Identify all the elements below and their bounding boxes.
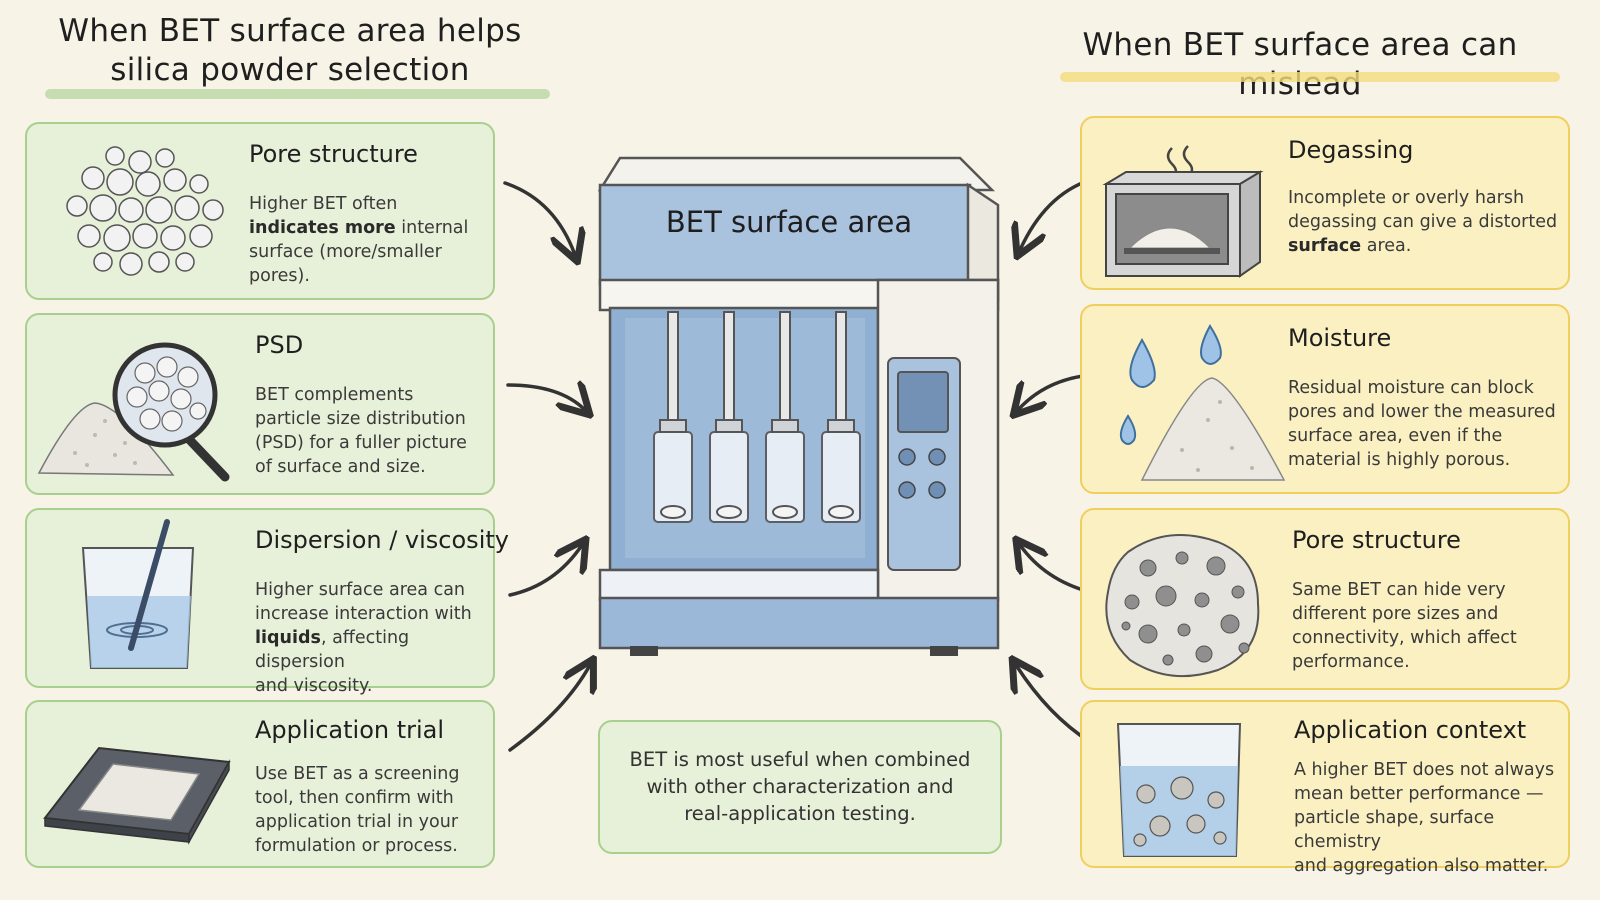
card-body: Higher surface area can increase interact…	[255, 578, 493, 698]
card-body-line: connectivity, which affect	[1292, 628, 1517, 648]
arrow-left-3	[508, 545, 582, 597]
card-body-line: surface (more/smaller pores).	[249, 242, 442, 286]
card-title: Dispersion / viscosity	[255, 526, 509, 554]
degassing-oven-icon	[1102, 145, 1264, 278]
card-body: Same BET can hide very different pore siz…	[1292, 578, 1552, 674]
instrument-top	[597, 156, 996, 192]
left-card-application-trial: Application trial Use BET as a screening…	[25, 700, 495, 868]
arrow-left-2	[506, 385, 585, 410]
card-body-line: formulation or process.	[255, 836, 458, 856]
left-card-dispersion: Dispersion / viscosity Higher surface ar…	[25, 508, 509, 696]
card-body-line: material is highly porous.	[1288, 450, 1511, 470]
right-title: When BET surface area can mislead	[1082, 27, 1518, 102]
card-body-line: increase interaction with	[255, 604, 472, 624]
beaker-stir-icon	[81, 519, 195, 669]
center-note-line-2: with other characterization and	[646, 775, 954, 798]
card-body-line: Residual moisture can block	[1288, 378, 1534, 398]
card-title: PSD	[255, 331, 304, 359]
card-body-line: tool, then confirm with	[255, 788, 454, 808]
card-body: BET complements particle size distributio…	[255, 383, 491, 479]
card-body-line: A higher BET does not always	[1294, 760, 1555, 780]
card-body: Higher BET often indicates more internal s…	[249, 192, 489, 288]
card-body: Use BET as a screening tool, then confirm…	[255, 762, 491, 858]
right-card-moisture: Moisture Residual moisture can block pore…	[1080, 304, 1570, 494]
card-body-line: application trial in your	[255, 812, 459, 832]
card-body-line: and aggregation also matter.	[1294, 856, 1549, 876]
card-body-line: Incomplete or overly harsh	[1288, 188, 1525, 208]
arrow-left-4	[508, 665, 590, 752]
left-title-underline	[45, 89, 550, 99]
left-title-line-1: When BET surface area helps	[58, 13, 522, 49]
center-note: BET is most useful when combined with ot…	[598, 720, 1002, 854]
right-card-degassing: Degassing Incomplete or overly harsh dega…	[1080, 116, 1570, 290]
card-title: Application trial	[255, 716, 445, 744]
left-title: When BET surface area helps silica powde…	[30, 12, 550, 90]
arrow-left-1	[503, 181, 575, 255]
card-body-line: different pore sizes and	[1292, 604, 1499, 624]
instrument-base	[598, 596, 1000, 650]
right-card-pore-structure: Pore structure Same BET can hide very dif…	[1080, 508, 1570, 690]
card-body-line: Higher BET often	[249, 194, 398, 214]
porous-particle-icon	[1105, 533, 1260, 678]
instrument-display	[897, 371, 949, 433]
card-body-line: mean better performance —	[1294, 784, 1544, 804]
card-body-line: liquids, affecting dispersion	[255, 628, 410, 672]
card-body: A higher BET does not always mean better …	[1294, 758, 1564, 878]
card-body-line: performance.	[1292, 652, 1410, 672]
left-card-psd: PSD BET complements particle size distrib…	[25, 313, 495, 495]
card-body-line: and viscosity.	[255, 676, 373, 696]
coated-plate-icon	[43, 746, 231, 845]
instrument-front-panel	[598, 183, 972, 287]
sample-tube-2	[709, 311, 749, 523]
silica-spheres-icon	[66, 146, 224, 276]
instrument-label: BET surface area	[665, 205, 913, 239]
card-title: Pore structure	[249, 140, 418, 168]
card-title: Pore structure	[1292, 526, 1461, 554]
beaker-particles-icon	[1116, 723, 1242, 857]
card-body-line: surface area, even if the	[1288, 426, 1503, 446]
card-body-line: BET complements	[255, 385, 414, 405]
center-note-line-1: BET is most useful when combined	[629, 748, 971, 771]
card-body: Residual moisture can block pores and low…	[1288, 376, 1564, 472]
card-body-line: Same BET can hide very	[1292, 580, 1506, 600]
instrument-shelf	[598, 568, 880, 602]
magnifier-powder-icon	[37, 342, 230, 482]
card-body-line: (PSD) for a fuller picture	[255, 433, 467, 453]
card-body-line: pores and lower the measured	[1288, 402, 1556, 422]
left-title-line-2: silica powder selection	[110, 52, 470, 88]
water-drops-powder-icon	[1119, 324, 1286, 481]
sample-tube-3	[765, 311, 805, 523]
card-body-line: indicates more internal	[249, 218, 469, 238]
right-title-underline	[1060, 72, 1560, 82]
sample-tube-4	[821, 311, 861, 523]
card-title: Application context	[1294, 716, 1527, 744]
card-body-line: particle size distribution	[255, 409, 466, 429]
card-body: Incomplete or overly harsh degassing can …	[1288, 186, 1558, 258]
card-title: Degassing	[1288, 136, 1414, 164]
right-card-application-context: Application context A higher BET does no…	[1080, 700, 1570, 876]
left-card-pore-structure: Pore structure Higher BET often indicates…	[25, 122, 495, 300]
card-body-line: particle shape, surface chemistry	[1294, 808, 1495, 852]
card-body-line: Higher surface area can	[255, 580, 466, 600]
card-body-line: of surface and size.	[255, 457, 426, 477]
card-title: Moisture	[1288, 324, 1392, 352]
center-note-line-3: real-application testing.	[684, 802, 916, 825]
card-body-line: degassing can give a distorted	[1288, 212, 1558, 232]
card-body-line: Use BET as a screening	[255, 764, 460, 784]
card-body-line: surface area.	[1288, 236, 1412, 256]
sample-tube-1	[653, 311, 693, 523]
